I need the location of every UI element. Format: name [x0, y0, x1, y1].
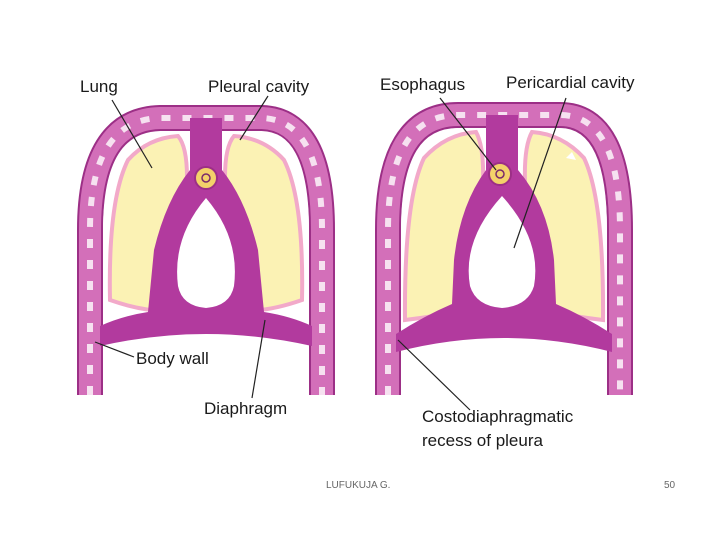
leader-line-pleural-cavity [239, 95, 269, 141]
label-esophagus: Esophagus [380, 75, 465, 94]
footer-author: LUFUKUJA G. [326, 480, 391, 491]
right-panel: Esophagus Pericardial cavity Costodiaphr… [380, 73, 635, 450]
pericardial-cavity-left [177, 198, 235, 308]
leader-line-lung [111, 99, 153, 169]
label-recess-line2: recess of pleura [422, 431, 543, 450]
pericardial-cavity-right [468, 196, 536, 308]
left-panel: Lung Pleural cavity Body wall Diaphragm [80, 77, 322, 418]
leader-line-body-wall [94, 341, 135, 358]
leader-line-recess [397, 339, 471, 411]
wall-notch [566, 152, 576, 160]
label-diaphragm: Diaphragm [204, 399, 287, 418]
leader-line-esophagus [439, 97, 497, 171]
leader-line-diaphragm [251, 319, 266, 399]
leader-line-pericardial-cavity [513, 97, 567, 249]
page-number: 50 [664, 480, 676, 491]
esophagus-left [194, 166, 218, 190]
label-lung: Lung [80, 77, 118, 96]
label-recess-line1: Costodiaphragmatic [422, 407, 574, 426]
label-body-wall: Body wall [136, 349, 209, 368]
label-pericardial-cavity: Pericardial cavity [506, 73, 635, 92]
esophagus-right [488, 162, 512, 186]
label-pleural-cavity: Pleural cavity [208, 77, 310, 96]
